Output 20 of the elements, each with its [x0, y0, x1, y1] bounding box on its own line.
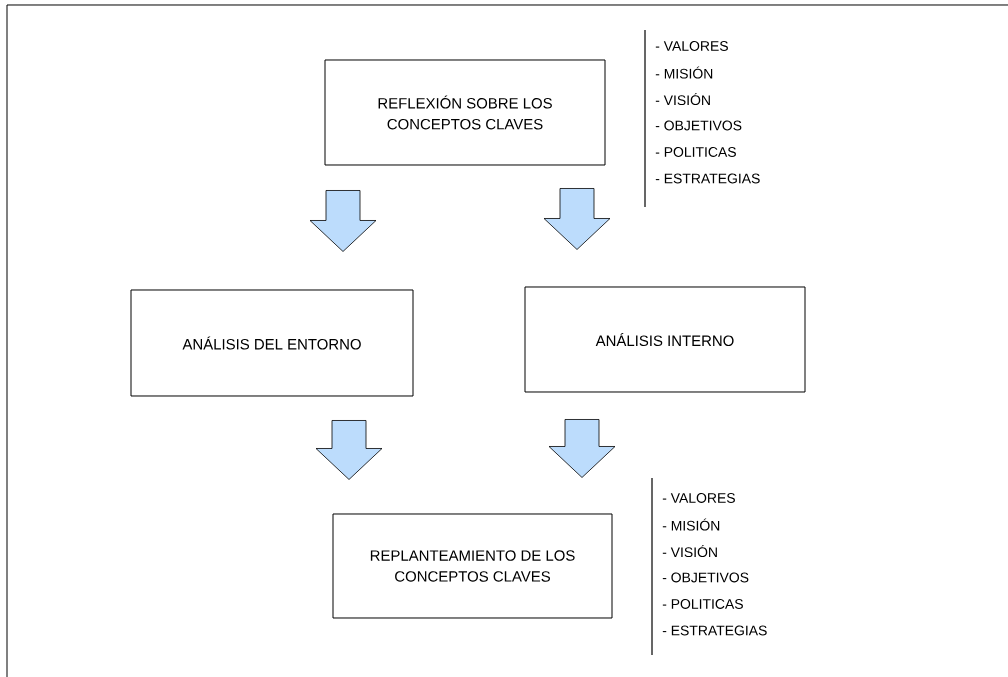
list-item: - MISIÓN: [655, 66, 713, 79]
list-item: - OBJETIVOS: [662, 572, 749, 583]
block-arrow: [548, 419, 616, 478]
process-box: REFLEXIÓN SOBRE LOS CONCEPTOS CLAVES: [324, 59, 606, 166]
block-arrow: [315, 420, 383, 480]
process-box: REPLANTEAMIENTO DE LOS CONCEPTOS CLAVES: [332, 513, 613, 619]
process-box: ANÁLISIS INTERNO: [524, 286, 806, 393]
list-item: - MISIÓN: [662, 518, 720, 531]
list-item: - POLITICAS: [655, 147, 736, 157]
process-box: ANÁLISIS DEL ENTORNO: [130, 289, 414, 397]
list-item: - VALORES: [662, 493, 735, 503]
list-item: - OBJETIVOS: [655, 120, 742, 131]
list-item: - ESTRATEGIAS: [655, 173, 760, 184]
list-item: - ESTRATEGIAS: [662, 625, 767, 636]
block-arrow: [309, 190, 377, 252]
block-arrow: [543, 188, 611, 250]
list-item: - VALORES: [655, 41, 728, 51]
list-item: - VISIÓN: [655, 92, 710, 106]
list-item: - POLITICAS: [662, 599, 743, 609]
list-item: - VISIÓN: [662, 544, 717, 558]
